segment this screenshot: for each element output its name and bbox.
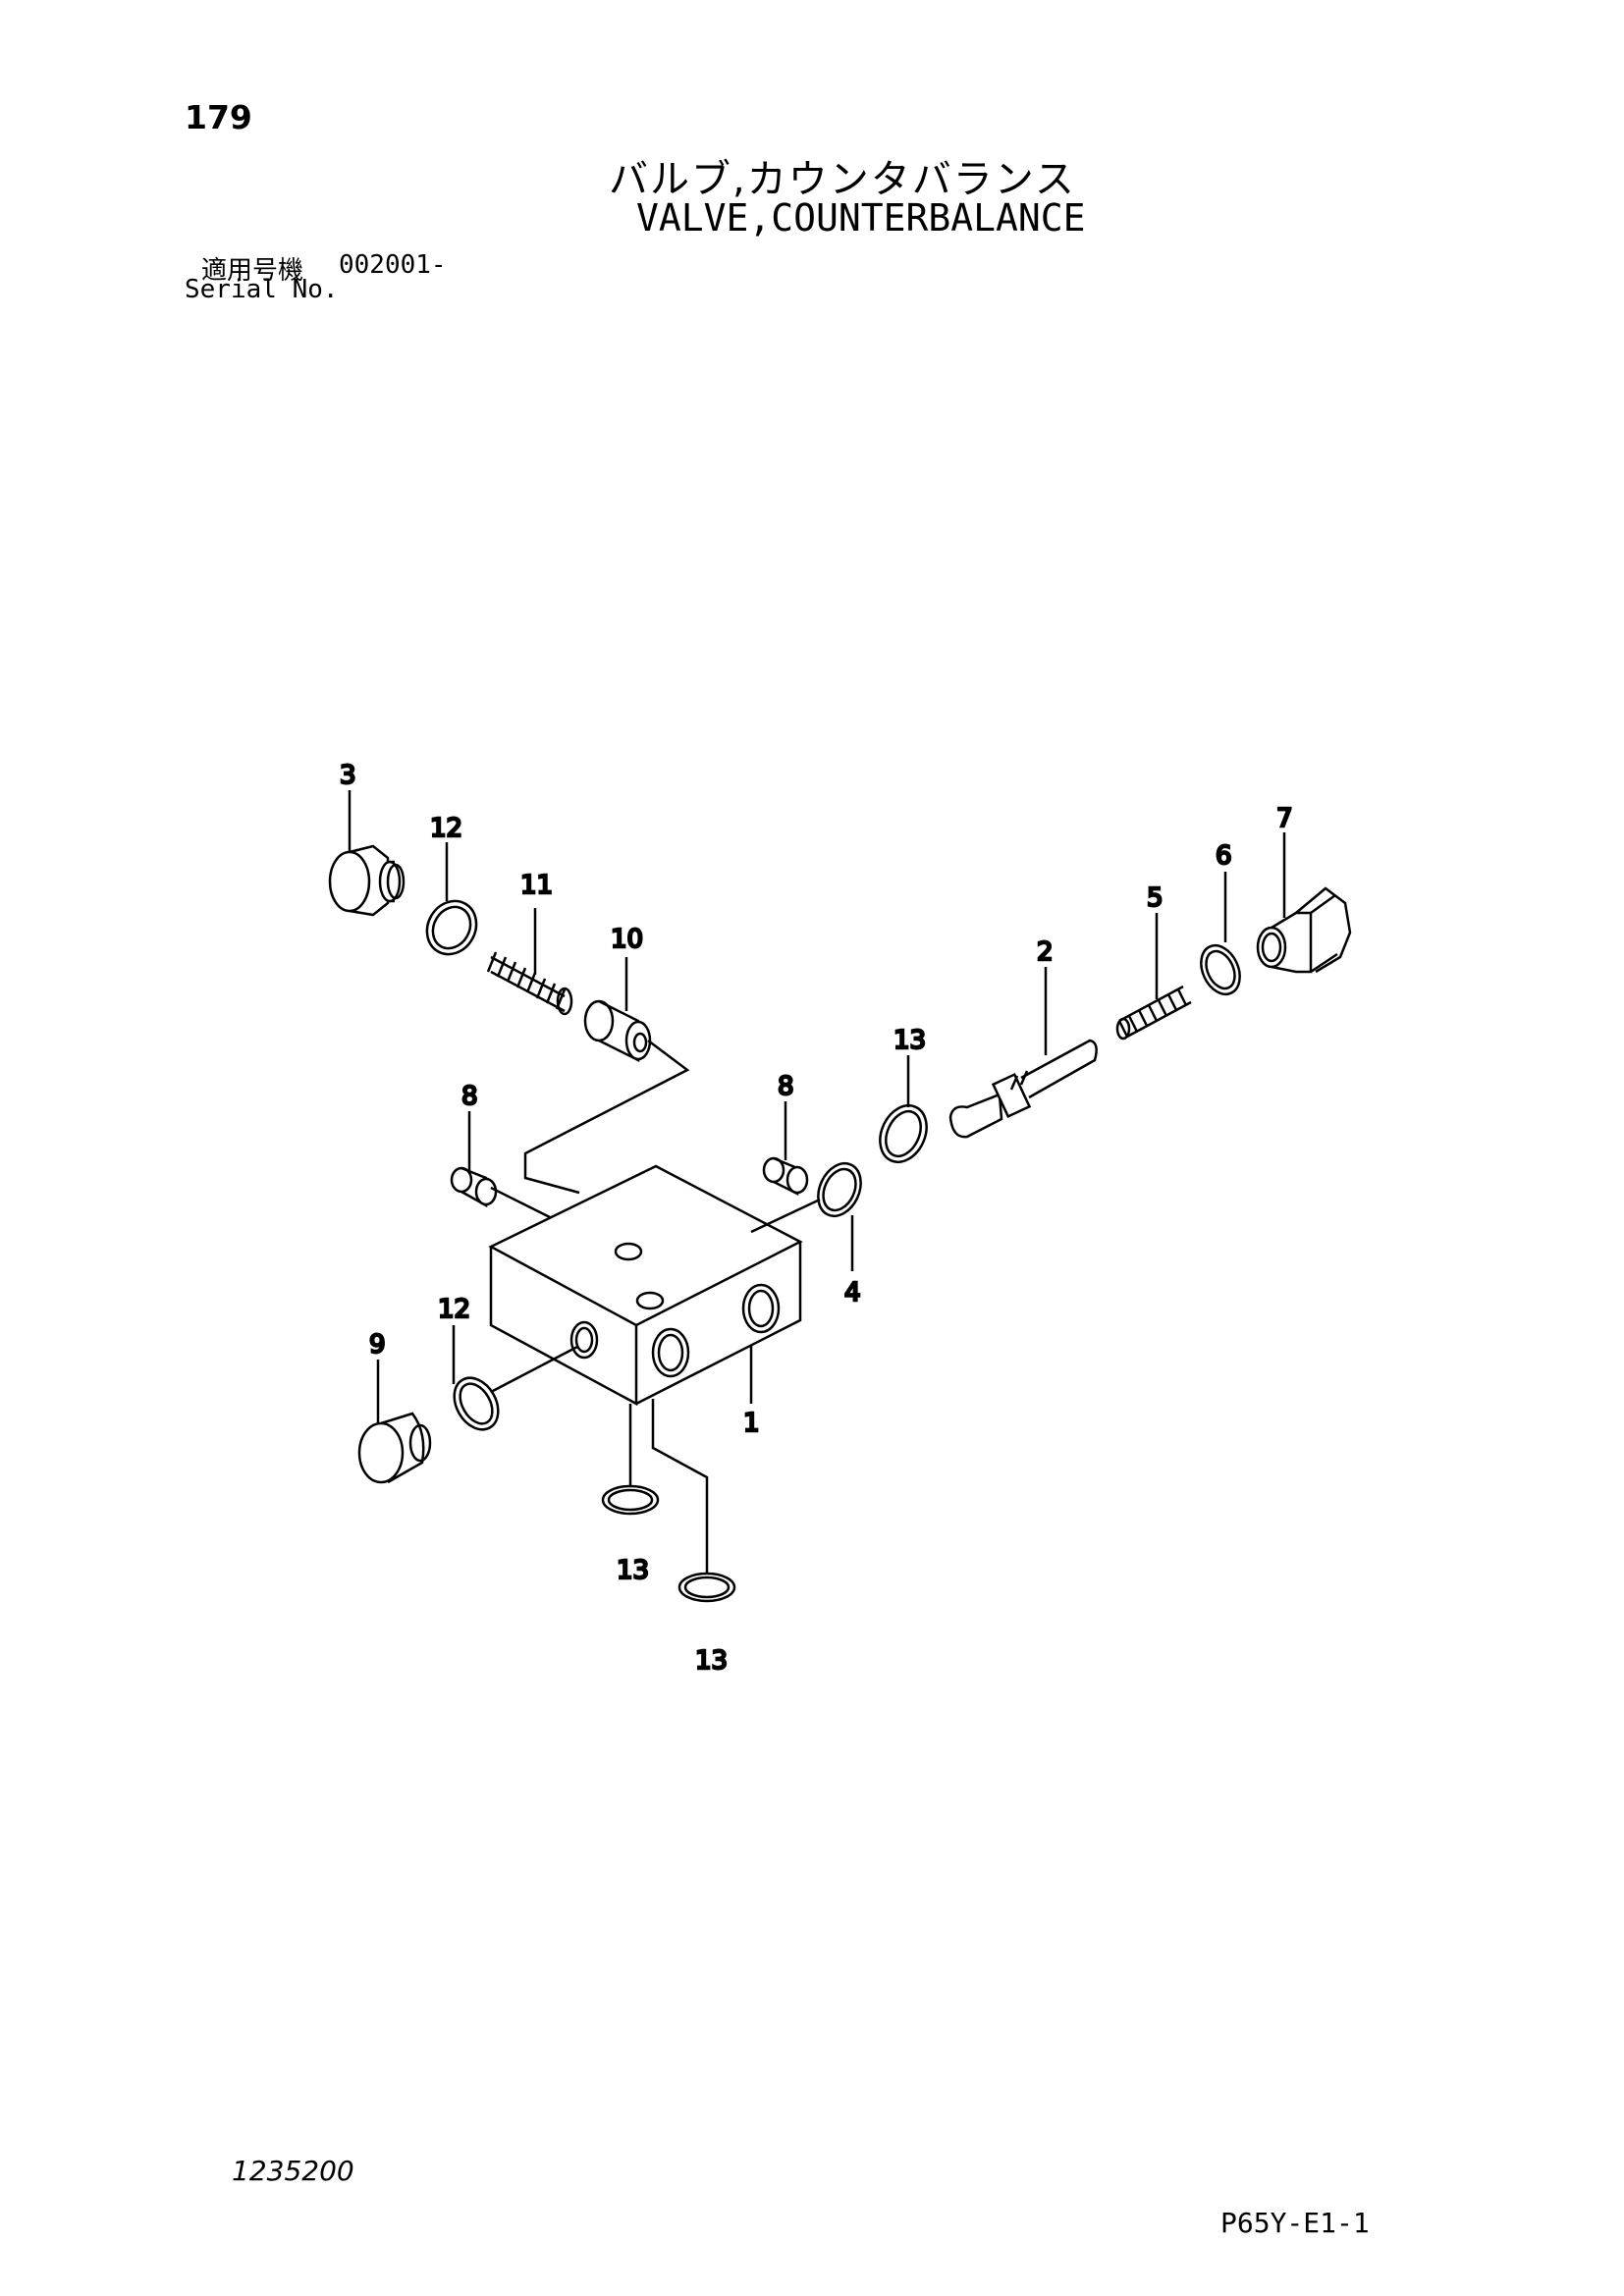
part-2-spool <box>948 1039 1098 1139</box>
callout-9: 9 <box>369 1330 386 1360</box>
callout-13-lower-left: 13 <box>617 1556 649 1585</box>
serial-value: 002001- <box>339 250 447 280</box>
part-12-o-ring-upper <box>425 899 478 956</box>
title-english: VALVE,COUNTERBALANCE <box>636 196 1086 240</box>
callout-8-right: 8 <box>778 1072 794 1101</box>
drawing-number: 1235200 <box>232 2155 354 2187</box>
part-6-o-ring <box>1200 943 1241 996</box>
part-10-poppet <box>583 999 652 1063</box>
part-13-o-ring-upper <box>879 1104 928 1163</box>
callout-7: 7 <box>1276 804 1293 833</box>
callout-3: 3 <box>340 761 356 790</box>
callout-13-upper: 13 <box>893 1026 926 1055</box>
part-11-spring <box>486 951 573 1016</box>
part-1-valve-body <box>488 1164 803 1407</box>
part-8-pin-left <box>450 1166 498 1208</box>
callout-12-lower: 12 <box>438 1295 470 1324</box>
callout-1: 1 <box>743 1409 760 1438</box>
callout-8-left: 8 <box>461 1082 478 1111</box>
callout-6: 6 <box>1216 841 1232 871</box>
part-12-o-ring-lower <box>453 1376 500 1431</box>
callout-12-upper: 12 <box>430 814 462 843</box>
callout-5: 5 <box>1147 883 1164 913</box>
sheet-code: P65Y-E1-1 <box>1220 2207 1370 2239</box>
leader-10-path <box>523 1040 690 1195</box>
leader-body-right <box>750 1198 821 1234</box>
page-number: 179 <box>185 98 252 136</box>
callout-4: 4 <box>844 1278 861 1308</box>
part-7-cap <box>1256 886 1352 974</box>
part-5-spring <box>1115 985 1192 1041</box>
callout-2: 2 <box>1037 937 1054 967</box>
part-8-pin-right <box>762 1156 809 1197</box>
callout-13-lower-right: 13 <box>695 1646 728 1676</box>
part-9-plug <box>357 1412 432 1484</box>
serial-label-japanese: 適用号機 <box>201 256 304 286</box>
part-3-plug <box>328 844 406 917</box>
leader-body-down-right <box>651 1399 709 1574</box>
part-4-o-ring <box>817 1162 862 1217</box>
title-japanese: バルブ,カウンタバランス <box>609 157 1076 202</box>
callout-10: 10 <box>611 925 643 954</box>
serial-label-english: Serial No. <box>185 275 339 304</box>
callout-11: 11 <box>520 871 553 900</box>
